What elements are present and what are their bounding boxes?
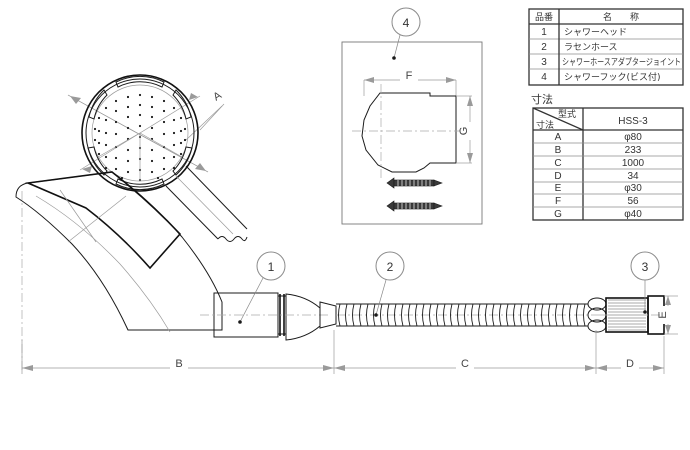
head-plate-dividers	[97, 132, 183, 181]
detail-box-frame	[341, 41, 483, 225]
dim-row-symbol: G	[554, 209, 562, 220]
dim-row-symbol: D	[554, 171, 561, 182]
parts-row-no: 1	[541, 27, 547, 38]
hook-screw-1	[386, 177, 443, 189]
dimension-table: 寸法 型式 寸法 HSS-3 A φ80 B 233 C 1000 D	[531, 92, 684, 221]
dim-e-group: E	[657, 295, 678, 335]
head-outer-ring	[81, 74, 199, 192]
parts-row-no: 2	[541, 42, 547, 53]
shower-assembly-side-view: 1 2 3 E	[15, 171, 678, 374]
dim-row-symbol: E	[555, 183, 562, 194]
parts-table-row: 1 シャワーヘッド	[541, 27, 627, 38]
parts-row-no: 3	[541, 57, 547, 68]
shower-hook-detail-view: 4 F G	[341, 7, 483, 225]
dimension-table-corner-dim: 寸法	[536, 119, 554, 131]
shower-head-handle	[15, 171, 223, 372]
parts-row-name: シャワーフック(ビス付)	[564, 72, 660, 83]
dimension-table-row: F 56	[555, 196, 639, 207]
dim-row-symbol: C	[554, 158, 561, 169]
dimension-table-row: A φ80	[555, 132, 643, 143]
handle-barrel	[200, 292, 337, 341]
dim-label-d: D	[626, 358, 634, 370]
balloon-1[interactable]: 1	[238, 251, 286, 324]
balloon-2-label: 2	[387, 260, 394, 274]
dim-g-group: G	[456, 95, 475, 164]
parts-row-name: シャワーホースアダプタージョイント	[562, 56, 681, 68]
parts-row-no: 4	[541, 72, 547, 83]
parts-table-row: 4 シャワーフック(ビス付)	[541, 72, 660, 83]
dim-row-value: φ30	[624, 183, 642, 194]
dim-b-group: B	[21, 330, 335, 374]
parts-table-header-name: 名 称	[603, 11, 639, 23]
dim-row-value: 34	[627, 171, 639, 182]
dim-row-symbol: A	[555, 132, 562, 143]
dim-row-symbol: F	[555, 196, 561, 207]
dim-label-e: E	[657, 311, 669, 318]
hook-screw-2	[386, 200, 443, 212]
dim-label-a: A	[211, 89, 224, 103]
dim-row-symbol: B	[555, 145, 562, 156]
dimension-table-row: D 34	[554, 171, 639, 182]
spiral-hose	[336, 303, 600, 327]
hose-adapter-joint	[587, 295, 672, 335]
hook-profile	[361, 92, 457, 173]
head-rim-segments	[87, 75, 193, 191]
parts-table-row: 3 シャワーホースアダプタージョイント	[541, 56, 681, 68]
shower-head-face-view: A	[67, 74, 248, 242]
dim-label-b: B	[175, 358, 182, 370]
dimension-table-row: C 1000	[554, 158, 644, 169]
dimension-table-row: B 233	[555, 145, 642, 156]
dim-label-f: F	[406, 70, 413, 82]
parts-table-row: 2 ラセンホース	[541, 42, 617, 53]
dimension-table-model: HSS-3	[618, 116, 648, 127]
parts-row-name: ラセンホース	[564, 42, 618, 53]
parts-table: 品番 名 称 1 シャワーヘッド 2 ラセンホース 3 シャワーホースアダプター…	[528, 8, 684, 86]
dim-c-group: C	[334, 330, 597, 374]
dimension-table-row: E φ30	[555, 183, 643, 194]
parts-row-name: シャワーヘッド	[564, 28, 627, 38]
parts-table-header-no: 品番	[535, 11, 553, 23]
dimension-table-title: 寸法	[531, 92, 553, 106]
dimension-table-row: G φ40	[554, 209, 642, 220]
dim-label-c: C	[461, 358, 469, 370]
dim-row-value: 233	[625, 145, 642, 156]
balloon-4-label: 4	[403, 16, 410, 30]
dim-d-group: D	[596, 336, 665, 374]
balloon-1-label: 1	[268, 260, 275, 274]
dim-row-value: φ40	[624, 209, 642, 220]
head-inner-ring	[85, 78, 195, 188]
dim-row-value: 1000	[622, 158, 645, 169]
dimension-table-corner-model: 型式	[558, 108, 576, 120]
balloon-4[interactable]: 4	[391, 7, 421, 60]
dim-row-value: 56	[627, 196, 639, 207]
dim-label-g: G	[458, 127, 470, 136]
balloon-3[interactable]: 3	[630, 251, 660, 314]
head-neck-broken-view	[165, 165, 248, 242]
dim-f-group: F	[363, 68, 457, 96]
dim-row-value: φ80	[624, 132, 642, 143]
balloon-2[interactable]: 2	[374, 251, 405, 317]
balloon-3-label: 3	[642, 260, 649, 274]
